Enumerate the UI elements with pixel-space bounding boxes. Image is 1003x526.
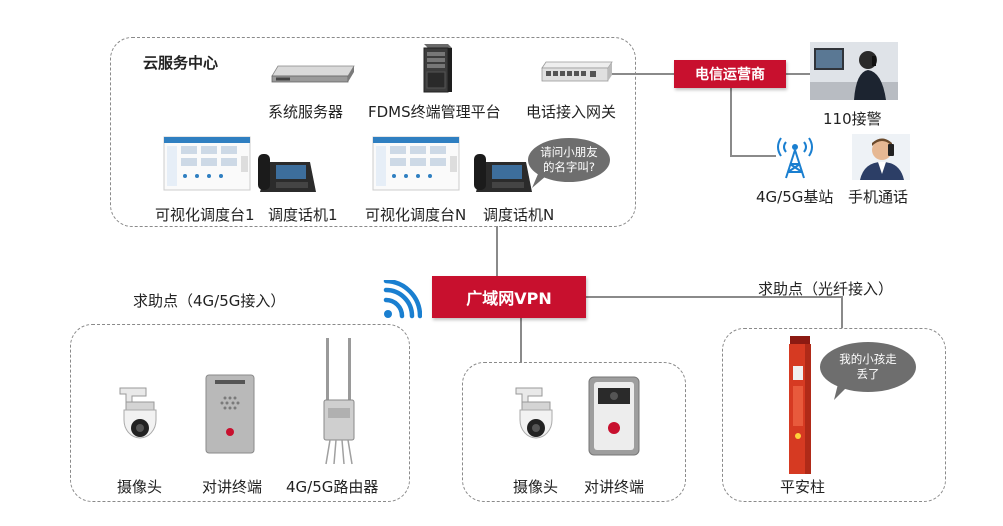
help-4g-title: 求助点（4G/5G接入） [133,292,286,310]
base-station-label: 4G/5G基站 [756,188,834,206]
intercom-panel-icon [205,374,255,454]
desk-phone-icon [258,154,316,192]
line-cloud-vpn [496,226,498,276]
help-point-fiber-box [722,328,946,502]
telecom-operator-tag: 电信运营商 [674,60,786,88]
middle-terminal-box [462,362,686,502]
telecom-operator-label: 电信运营商 [695,67,765,83]
speech-bubble-tail [532,174,546,188]
speech-bubble-text: 请问小朋友的名字叫? [540,145,598,174]
dispatch-desk-1-label: 可视化调度台1 [155,206,255,224]
cell-tower-icon [777,137,813,179]
wireless-signal-icon [383,280,422,319]
gateway-device-icon [541,61,613,82]
cloud-service-center-box [110,37,636,227]
video-intercom-icon [588,376,640,456]
dome-camera-icon [515,387,553,439]
dispatch-screen-icon [163,136,251,191]
dispatch-phone-n-label: 调度话机N [483,206,555,224]
dome-camera-icon [119,387,157,439]
wan-vpn-label: 广域网VPN [466,289,552,308]
router-icon [323,338,355,465]
mobile-call-label: 手机通话 [848,188,909,206]
line-gateway-operator [612,73,674,75]
help-fiber-title: 求助点（光纤接入） [758,280,894,298]
fdms-platform-label: FDMS终端管理平台 [368,103,501,121]
police-110-label: 110接警 [823,110,882,128]
speech-bubble-tail [834,384,848,400]
dispatch-screen-icon [372,136,460,191]
speech-bubble: 请问小朋友的名字叫? [528,138,610,182]
dispatch-desk-n-label: 可视化调度台N [365,206,467,224]
rack-server-icon [271,65,355,83]
line-right-down [841,296,843,328]
line-to-basestation [730,155,776,157]
phone-gateway-label: 电话接入网关 [526,103,617,121]
router-label: 4G/5G路由器 [286,478,379,496]
intercom-label: 对讲终端 [202,478,263,496]
speech-bubble-text: 我的小孩走丢了 [839,352,897,381]
help-point-4g-box [70,324,410,502]
safety-pillar-icon [789,336,811,474]
tower-server-icon [423,44,452,93]
line-operator-110 [786,73,812,75]
line-vpn-right [586,296,842,298]
line-vpn-middle [520,318,522,362]
middle-camera-label: 摄像头 [513,478,559,496]
wan-vpn-tag: 广域网VPN [432,276,586,318]
desk-phone-icon [474,154,532,192]
system-server-label: 系统服务器 [268,103,344,121]
line-operator-down [730,84,732,156]
call-center-operator-icon [810,42,898,100]
camera-label: 摄像头 [117,478,163,496]
cloud-title: 云服务中心 [143,54,219,72]
pillar-label: 平安柱 [780,478,826,496]
dispatch-phone-1-label: 调度话机1 [268,206,338,224]
speech-bubble: 我的小孩走丢了 [820,342,916,392]
middle-intercom-label: 对讲终端 [584,478,645,496]
mobile-call-person-icon [852,134,910,180]
